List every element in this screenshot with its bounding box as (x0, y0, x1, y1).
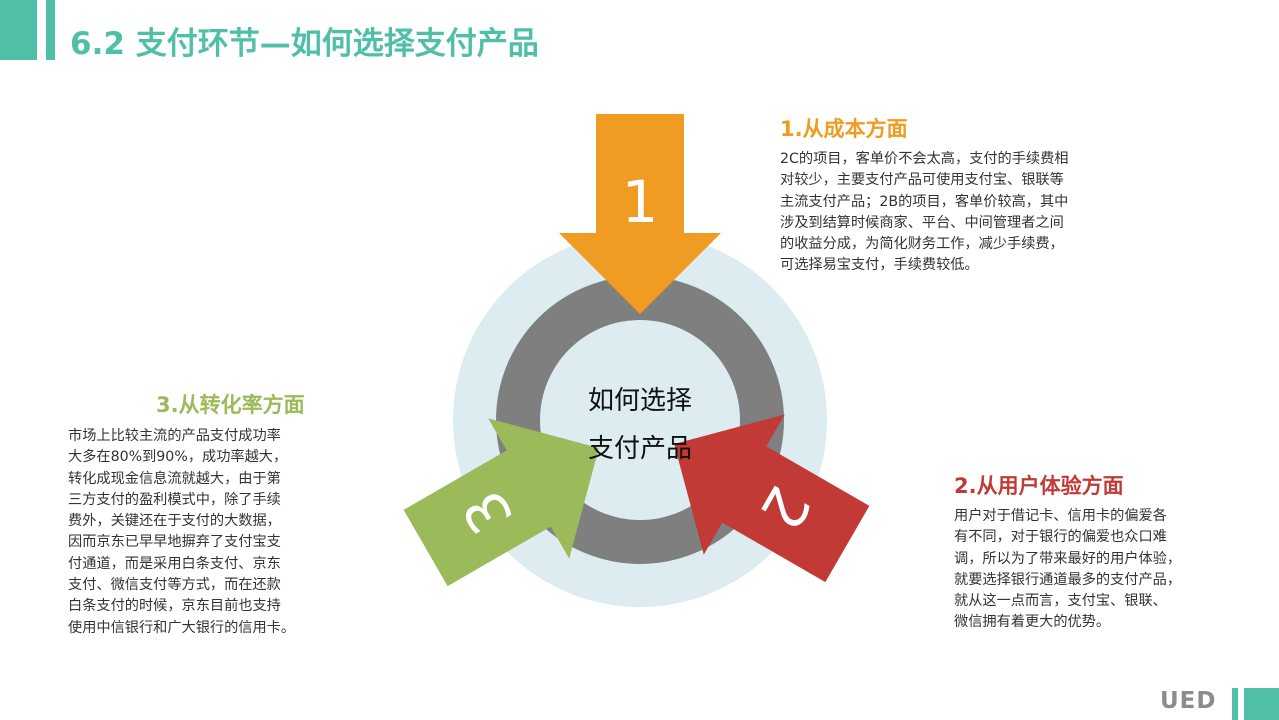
footer-accent-bar (1244, 688, 1279, 720)
arrow-3-shape (403, 418, 599, 587)
footer-accent-stripe (1232, 688, 1238, 720)
experience-text: 用户对于借记卡、信用卡的偏爱各 有不同，对于银行的偏爱也众口难 调，所以为了带来… (954, 508, 1182, 631)
arrow-1: 1 (559, 114, 721, 314)
page-title: 6.2 支付环节—如何选择支付产品 (70, 26, 539, 62)
header-accent-bar (0, 0, 37, 60)
conversion-text: 市场上比较主流的产品支付成功率 大多在80%到90%，成功率越大， 转化成现金信… (68, 428, 296, 636)
conversion-heading: 3.从转化率方面 (156, 393, 305, 417)
center-label-line1: 如何选择 (587, 386, 692, 416)
arrow-1-shape (559, 114, 721, 314)
center-label-line2: 支付产品 (587, 434, 692, 464)
arrow-2-shape (674, 414, 870, 583)
cost-text: 2C的项目，客单价不会太高，支付的手续费相 对较少，主要支付产品可使用支付宝、银… (780, 151, 1069, 274)
arrow-3: 3 (403, 418, 599, 587)
header-accent-stripe (46, 0, 55, 60)
cost-heading: 1.从成本方面 (780, 117, 908, 141)
arrow-2: 2 (674, 414, 870, 583)
ued-logo: UED (1160, 688, 1217, 714)
arrow-1-number: 1 (622, 168, 659, 236)
experience-heading: 2.从用户体验方面 (954, 474, 1124, 498)
